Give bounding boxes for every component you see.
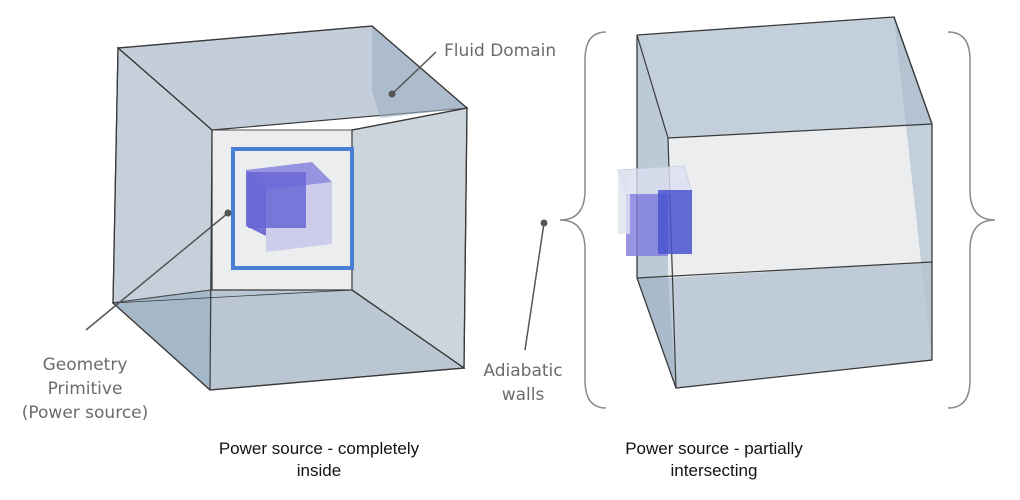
left-caption-line-1: Power source - completely xyxy=(218,439,420,458)
right-caption: Power source - partially intersecting xyxy=(574,438,854,482)
left-caption-line-2: inside xyxy=(296,461,342,480)
adiabatic-walls-leader-dot xyxy=(540,219,548,227)
left-caption: Power source - completely inside xyxy=(179,438,459,482)
fluid-domain-leader-dot xyxy=(388,90,396,98)
geometry-primitive-label-3: (Power source) xyxy=(22,403,149,423)
adiabatic-walls-label-1: Adiabatic xyxy=(483,361,562,381)
fluid-domain-label: Fluid Domain xyxy=(444,41,556,61)
right-cube-edge-a xyxy=(636,34,669,139)
right-power-source-inner xyxy=(658,190,692,254)
left-power-source-core xyxy=(248,172,306,228)
left-power-source xyxy=(246,162,332,252)
right-brace xyxy=(947,31,996,409)
adiabatic-walls-label-2: walls xyxy=(502,385,545,405)
right-cube-top-face xyxy=(637,17,932,138)
right-cube-edge-d xyxy=(636,261,933,279)
right-cube-back-face xyxy=(668,124,932,278)
geometry-primitive-leader xyxy=(85,212,229,331)
right-caption-line-1: Power source - partially xyxy=(625,439,803,458)
geometry-primitive-label-1: Geometry xyxy=(43,355,128,375)
right-power-source xyxy=(617,165,693,256)
left-fluid-domain-cube xyxy=(111,25,469,391)
right-cube-bottom-face xyxy=(637,262,932,388)
fluid-domain-leader xyxy=(391,51,437,95)
left-cube-bottomleft-shade xyxy=(113,290,212,390)
right-power-source-ghost xyxy=(618,170,630,234)
left-cube-edge-e xyxy=(351,289,465,369)
right-cube-edge-e xyxy=(893,16,933,125)
left-cube-edge-c xyxy=(209,129,213,391)
power-source-highlight-box xyxy=(231,147,354,270)
geometry-primitive-leader-dot xyxy=(224,209,232,217)
right-cube-edge-b xyxy=(667,123,933,139)
left-brace xyxy=(559,31,607,409)
adiabatic-walls-leader xyxy=(524,222,545,351)
right-caption-line-2: intersecting xyxy=(670,461,758,480)
geometry-primitive-label-2: Primitive xyxy=(48,379,123,399)
left-cube-edge-a xyxy=(117,47,213,131)
right-fluid-domain-cube xyxy=(636,16,933,389)
left-cube-topright-shade xyxy=(372,26,467,118)
left-cube-edge-b xyxy=(351,107,468,131)
left-cube-edge-d xyxy=(112,289,353,304)
